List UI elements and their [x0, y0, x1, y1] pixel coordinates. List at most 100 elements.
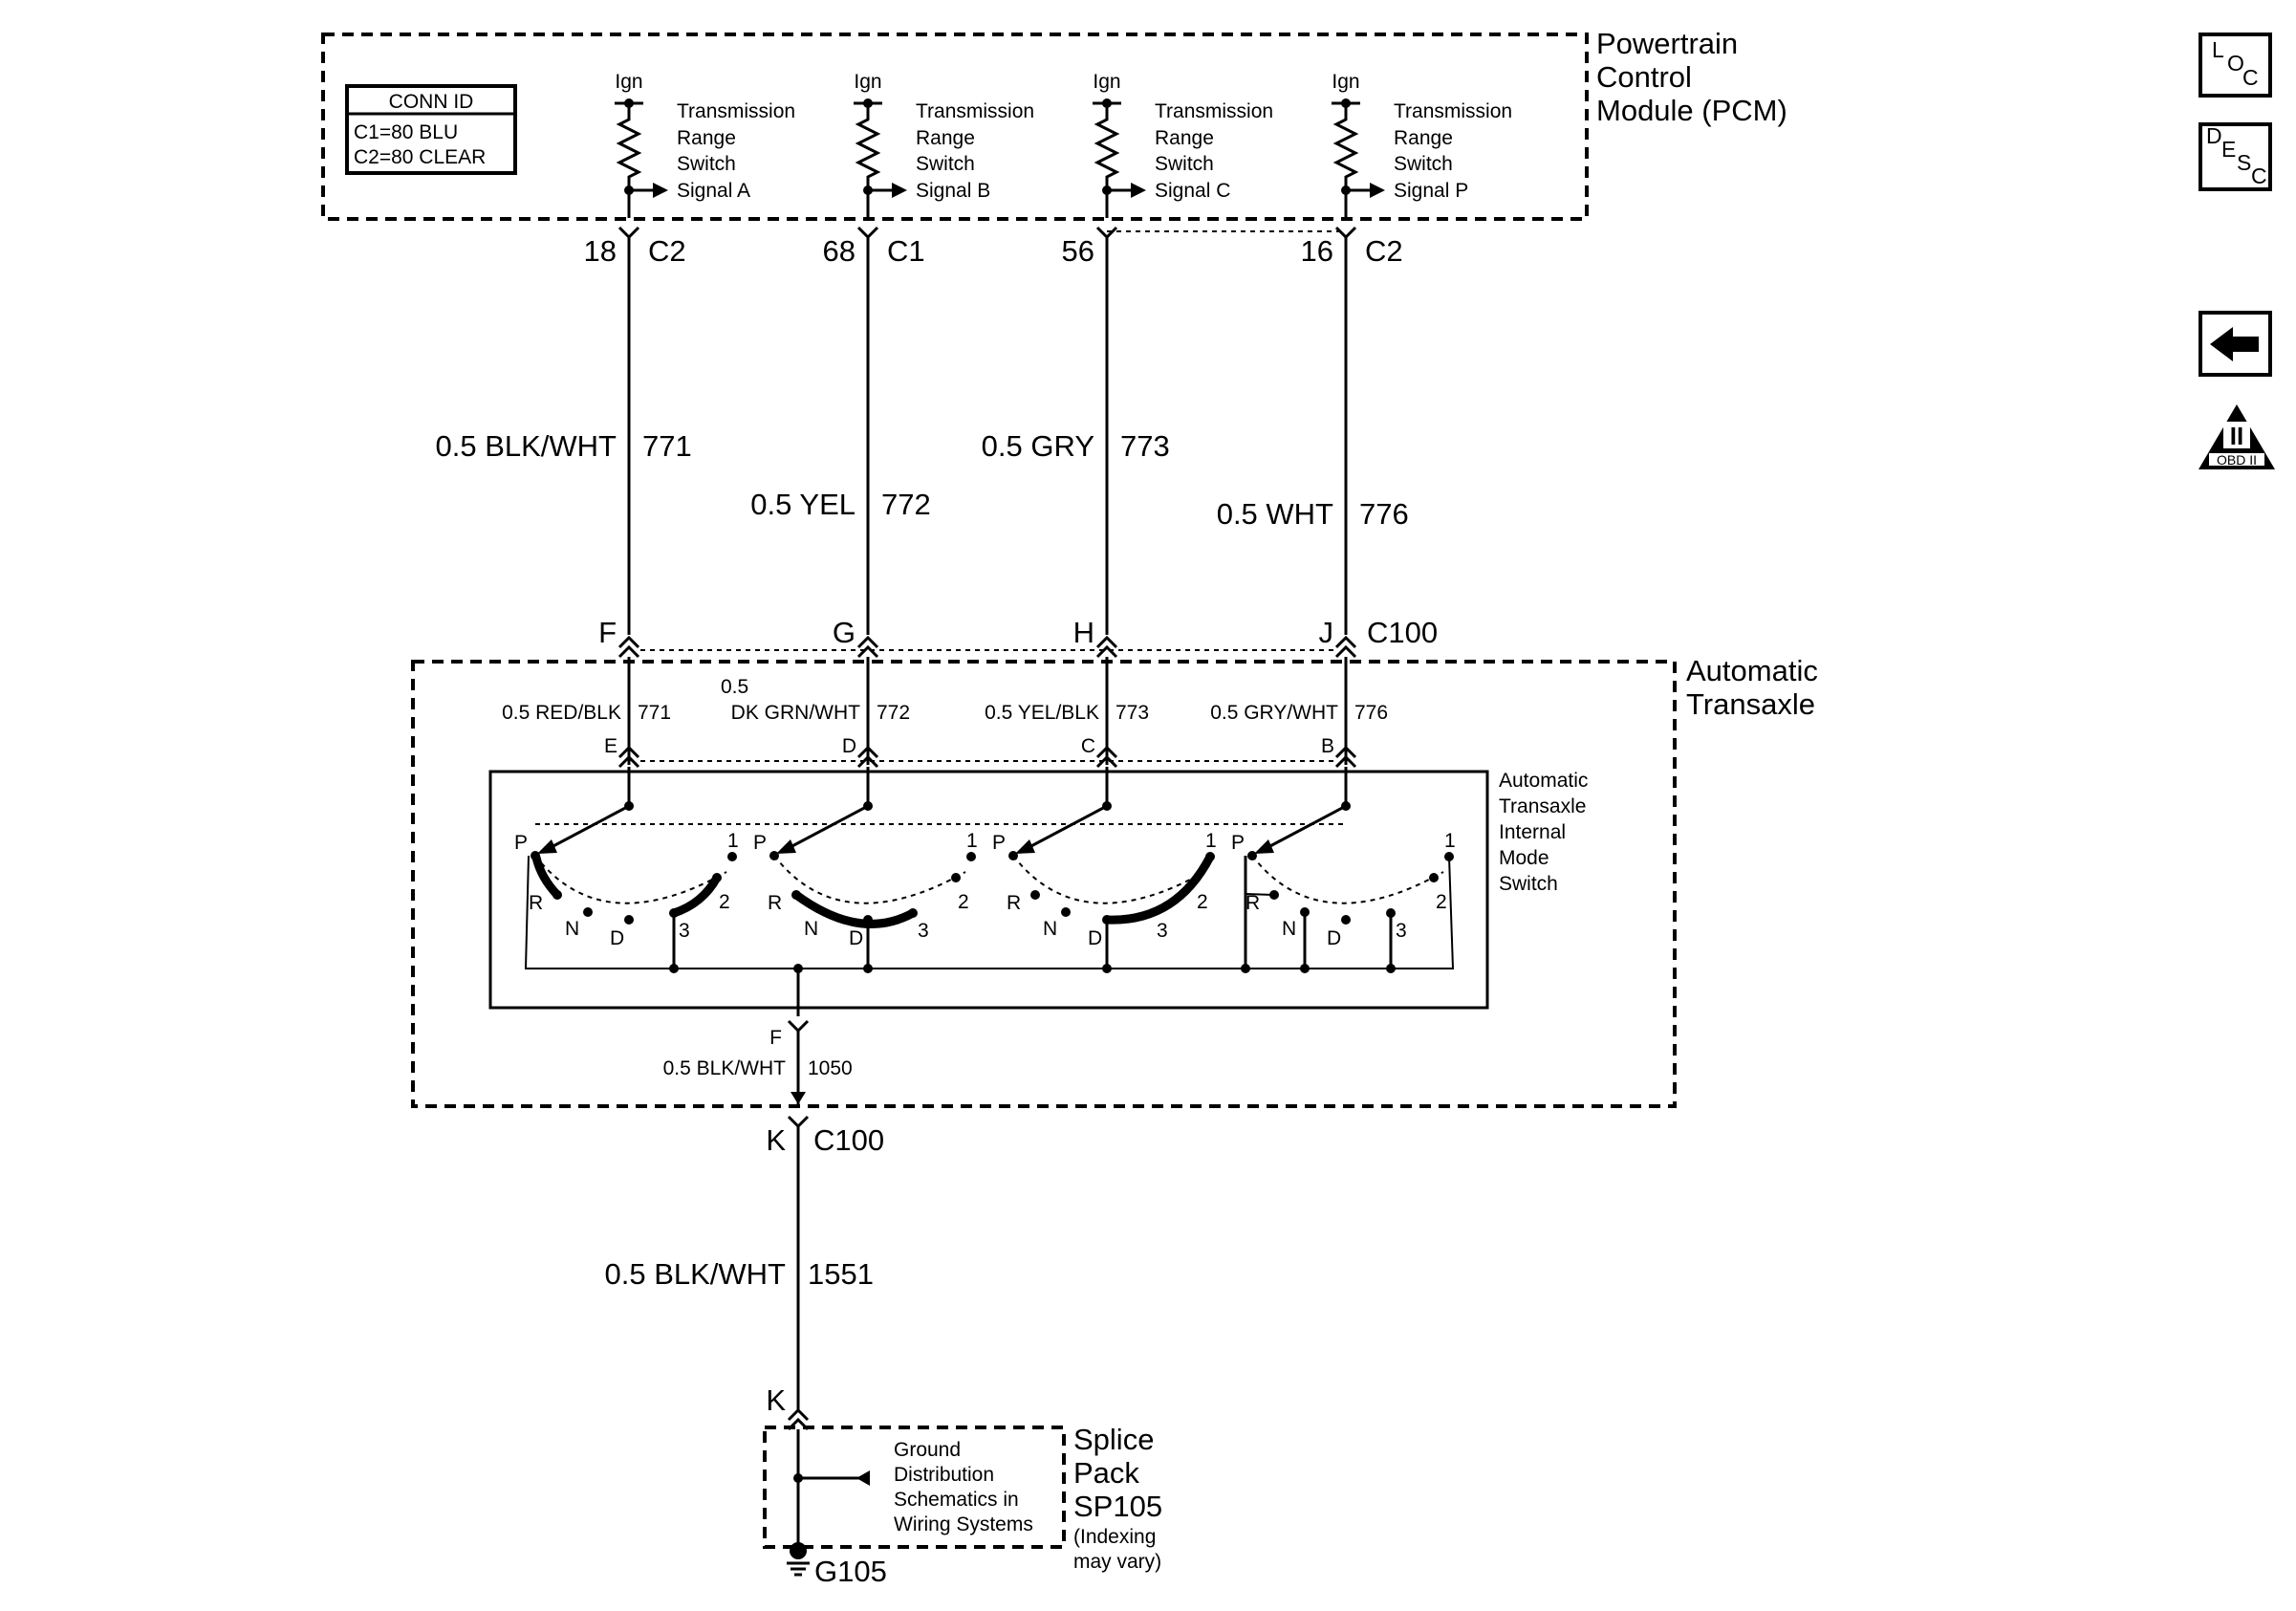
pos-d: D — [1327, 927, 1341, 949]
pin-letter: G — [833, 616, 856, 649]
pos-1: 1 — [1205, 830, 1217, 852]
ground-g105: G105 — [787, 1542, 887, 1588]
ign-label: Ign — [854, 71, 881, 93]
signal-p-line-3: Switch — [1394, 153, 1453, 175]
pos-p: P — [1231, 832, 1245, 854]
internal-mode-switch-box — [488, 770, 1489, 1010]
pos-1: 1 — [966, 830, 978, 852]
pin-letter: E — [604, 735, 617, 757]
ground-label: G105 — [814, 1555, 887, 1588]
wire-color: 0.5 BLK/WHT — [605, 1257, 787, 1291]
pcm-boundary — [321, 33, 1589, 221]
desc-icon-letter: E — [2221, 137, 2236, 162]
signal-a-line-3: Switch — [677, 153, 736, 175]
pin-letter: B — [1321, 735, 1334, 757]
pos-1: 1 — [1444, 830, 1456, 852]
splice-ref-4: Wiring Systems — [894, 1513, 1033, 1535]
ign-label: Ign — [1332, 71, 1359, 93]
switch-section-p — [1107, 804, 1455, 973]
internal-wire-prefix: 0.5 — [721, 676, 748, 698]
signal-a-line-4: Signal A — [677, 180, 750, 202]
obd-ii-button[interactable]: II OBD II — [2199, 404, 2275, 469]
pcm-circuit-signal-c: Ign Transmission Range Switch Signal C — [1093, 71, 1273, 218]
splice-ref-1: Ground — [894, 1439, 961, 1461]
signal-p-line-1: Transmission — [1394, 100, 1512, 122]
signal-p-line-2: Range — [1394, 127, 1453, 149]
wire-circuit: 771 — [642, 429, 692, 463]
position-labels: P R N D 3 2 1 P R N D 3 2 1 P R N D 3 2 … — [514, 830, 1456, 949]
loc-icon-letter: L — [2212, 37, 2224, 62]
wire-circuit: 776 — [1359, 497, 1409, 531]
wire-circuit: 773 — [1120, 429, 1170, 463]
pos-n: N — [565, 918, 579, 940]
internal-wire-color: 0.5 GRY/WHT — [1210, 702, 1338, 724]
internal-wire-color: DK GRN/WHT — [731, 702, 860, 724]
pos-p: P — [753, 832, 767, 854]
pos-2: 2 — [719, 891, 730, 913]
loc-icon-letter: O — [2227, 51, 2244, 76]
pos-r: R — [1245, 892, 1260, 914]
ground-icon — [790, 1542, 807, 1559]
splice-title-2: Pack — [1073, 1456, 1139, 1490]
wire-circuit: 1551 — [808, 1257, 874, 1291]
wire-color: 0.5 WHT — [1217, 497, 1333, 531]
c100-label: C100 — [813, 1123, 884, 1157]
pos-2: 2 — [1197, 891, 1208, 913]
pos-3: 3 — [1396, 920, 1407, 942]
splice-title-1: Splice — [1073, 1423, 1154, 1456]
pin-letter: C — [1081, 735, 1095, 757]
conn-id-c2: C2=80 CLEAR — [354, 146, 486, 168]
signal-a-line-2: Range — [677, 127, 736, 149]
conn-id-header: CONN ID — [389, 91, 474, 113]
pos-3: 3 — [1157, 920, 1168, 942]
transaxle-title-2: Transaxle — [1686, 687, 1815, 721]
desc-icon-letter: S — [2237, 150, 2251, 175]
internal-wire-circuit: 771 — [638, 702, 671, 724]
pcm-title-1: Powertrain — [1596, 27, 1738, 60]
ign-label: Ign — [1093, 71, 1120, 93]
pos-3: 3 — [918, 920, 929, 942]
conn-id-c1: C1=80 BLU — [354, 121, 458, 143]
pos-n: N — [1043, 918, 1057, 940]
pin-number: 18 — [584, 234, 617, 268]
switch-section-c — [1008, 804, 1215, 973]
wire-color: 0.5 GRY — [982, 429, 1094, 463]
ground-pin-f: F — [769, 1027, 782, 1049]
switch-label-3: Internal — [1499, 821, 1566, 843]
pin-letter: K — [766, 1123, 786, 1157]
signal-p-line-4: Signal P — [1394, 180, 1468, 202]
splice-ref-3: Schematics in — [894, 1489, 1019, 1511]
pos-p: P — [514, 832, 528, 854]
splice-note-2: may vary) — [1073, 1551, 1161, 1573]
pcm-circuit-signal-a: Ign Transmission Range Switch Signal A — [615, 71, 795, 218]
pos-r: R — [529, 892, 543, 914]
pcm-title-2: Control — [1596, 60, 1692, 94]
conn-id-table: CONN ID C1=80 BLU C2=80 CLEAR — [345, 84, 517, 175]
splice-title-3: SP105 — [1073, 1490, 1162, 1523]
pin-number: 68 — [823, 234, 856, 268]
splice-pack-sp105: Ground Distribution Schematics in Wiring… — [763, 1423, 1162, 1573]
back-button[interactable] — [2199, 311, 2272, 377]
switch-label-4: Mode — [1499, 847, 1549, 869]
c100-connector-lower: K C100 0.5 BLK/WHT 1551 K — [605, 1115, 884, 1431]
loc-button[interactable]: L O C — [2199, 33, 2272, 98]
pos-n: N — [804, 918, 818, 940]
signal-a-line-1: Transmission — [677, 100, 795, 122]
obd-numeral: II — [2230, 422, 2243, 450]
switch-label-2: Transaxle — [1499, 795, 1586, 817]
switch-section-b — [769, 804, 1107, 973]
switch-label-5: Switch — [1499, 873, 1558, 895]
pos-2: 2 — [958, 891, 969, 913]
pin-number: 16 — [1301, 234, 1333, 268]
pcm-module: Powertrain Control Module (PCM) CONN ID … — [321, 27, 1787, 221]
transaxle-title-1: Automatic — [1686, 654, 1818, 687]
desc-button[interactable]: D E S C — [2199, 122, 2272, 191]
signal-c-line-1: Transmission — [1155, 100, 1273, 122]
signal-c-line-4: Signal C — [1155, 180, 1230, 202]
pin-letter: K — [766, 1383, 786, 1417]
pin-letter: D — [842, 735, 856, 757]
internal-wire-circuit: 776 — [1354, 702, 1388, 724]
ground-wire-color: 0.5 BLK/WHT — [663, 1057, 787, 1079]
connector-id: C2 — [648, 234, 686, 268]
connector-id: C2 — [1365, 234, 1403, 268]
